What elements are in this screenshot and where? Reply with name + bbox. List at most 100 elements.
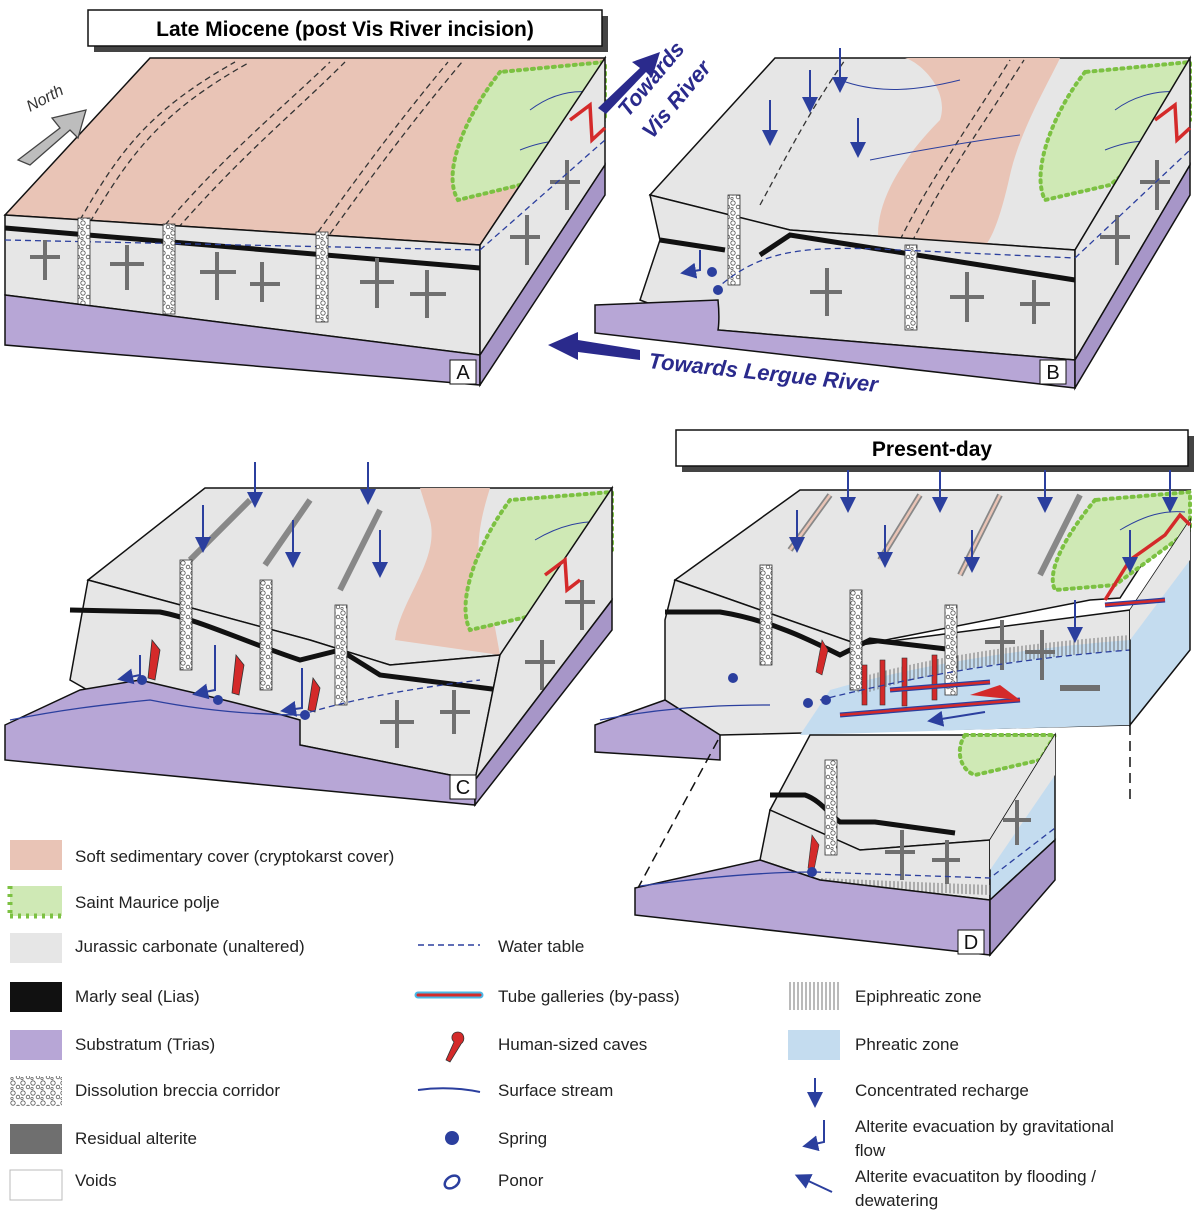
svg-text:Phreatic zone: Phreatic zone <box>855 1035 959 1054</box>
block-d-spring <box>728 673 738 683</box>
block-d-stream <box>599 704 771 721</box>
block-b: B <box>594 48 1192 391</box>
title-present-day: Present-day <box>675 429 1194 472</box>
block-d-lower-epiphreatic <box>820 878 990 895</box>
block-b-corridor <box>759 59 846 206</box>
block-d-breccia <box>944 604 958 696</box>
block-a-corridor <box>79 61 236 221</box>
block-a-corridor <box>317 61 449 233</box>
block-c-alterite <box>380 690 470 748</box>
svg-text:Human-sized caves: Human-sized caves <box>498 1035 647 1054</box>
block-d-projection-lines <box>637 725 1131 889</box>
svg-text:Surface stream: Surface stream <box>498 1081 613 1100</box>
svg-text:Substratum (Trias): Substratum (Trias) <box>75 1035 215 1054</box>
block-c-tube <box>543 556 582 594</box>
block-c-cave <box>307 676 321 713</box>
block-b-breccia <box>727 194 741 286</box>
svg-text:Concentrated recharge: Concentrated recharge <box>855 1081 1029 1100</box>
block-b-spring <box>707 267 717 277</box>
block-c-breccia <box>259 579 273 691</box>
block-d-water-table <box>819 649 1131 701</box>
block-a-breccia <box>162 223 176 315</box>
block-b-corridor <box>899 59 1011 241</box>
block-d-lower-stream <box>639 871 813 887</box>
block-d-spring <box>821 695 831 705</box>
block-d-tube-side <box>1103 512 1192 601</box>
block-c-recharge-arrows <box>117 462 388 717</box>
block-d-epiphreatic <box>850 635 1130 695</box>
marl-swatch <box>10 982 62 1012</box>
block-b-marl <box>659 232 1076 283</box>
block-b-tube <box>1153 101 1192 144</box>
block-a-polje <box>450 59 607 203</box>
vis-river-arrow: Towards Vis River <box>598 36 717 143</box>
block-a-water-table <box>4 239 481 251</box>
block-d-spring <box>803 698 813 708</box>
block-c-spring <box>137 675 147 685</box>
cover-swatch <box>10 840 62 870</box>
legend: Soft sedimentary cover (cryptokarst cove… <box>7 840 1114 1210</box>
block-d-breccia <box>849 589 863 691</box>
block-b-breccia <box>904 244 918 331</box>
block-d-lower: D <box>634 732 1059 958</box>
block-d-polje <box>1050 489 1192 593</box>
svg-text:Present-day: Present-day <box>872 438 993 461</box>
polje-swatch <box>7 886 62 919</box>
block-b-spring <box>713 285 723 295</box>
block-d-upper <box>594 470 1192 761</box>
block-b-corridor <box>911 59 1025 243</box>
block-c-spring <box>300 710 310 720</box>
block-d-lower-spring <box>807 867 817 877</box>
alterite-swatch <box>10 1124 62 1154</box>
svg-text:Alterite evacuatiton by floodi: Alterite evacuatiton by flooding / <box>855 1167 1096 1186</box>
block-c-polje <box>463 489 614 633</box>
svg-text:Alterite evacuation by gravita: Alterite evacuation by gravitational <box>855 1117 1114 1136</box>
svg-text:Spring: Spring <box>498 1129 547 1148</box>
block-b-cover <box>878 58 1060 250</box>
block-c-water-table <box>299 679 481 716</box>
carbonate-swatch <box>10 933 62 963</box>
title-late-miocene: Late Miocene (post Vis River incision) <box>87 9 608 52</box>
block-a-breccia <box>77 217 91 309</box>
flood-arrow-icon <box>794 1174 833 1193</box>
block-b-stream <box>839 79 961 90</box>
block-d-alterite <box>985 620 1100 691</box>
block-c-stream <box>9 699 306 721</box>
block-d-marl <box>665 609 956 658</box>
block-b-recharge-arrows <box>762 48 866 158</box>
svg-text:flow: flow <box>855 1141 886 1160</box>
svg-text:Epiphreatic zone: Epiphreatic zone <box>855 987 982 1006</box>
svg-text:B: B <box>1046 362 1059 384</box>
void-swatch <box>9 1169 63 1201</box>
stream-line <box>417 1087 481 1093</box>
spring-icon <box>445 1131 459 1145</box>
breccia-swatch <box>10 1076 62 1106</box>
block-c-marl <box>69 607 501 693</box>
block-a-breccia <box>315 231 329 323</box>
ponor-icon <box>443 1174 461 1190</box>
svg-text:Water table: Water table <box>498 937 584 956</box>
svg-text:Ponor: Ponor <box>498 1171 544 1190</box>
block-a-side-alterite <box>510 160 580 265</box>
svg-text:North: North <box>24 82 67 115</box>
block-a-corridor <box>89 61 251 223</box>
block-b-polje <box>1038 59 1192 203</box>
block-b-stream <box>869 134 1021 161</box>
block-d-lower-water-table <box>814 827 1056 879</box>
block-d-lower-polje <box>957 733 1059 778</box>
block-a: A <box>3 55 607 388</box>
block-c-breccia <box>179 559 193 671</box>
phreatic-swatch <box>788 1030 840 1060</box>
block-d-recharge-arrows <box>789 470 1178 727</box>
substratum-swatch <box>10 1030 62 1060</box>
block-a-tube <box>568 101 607 144</box>
svg-text:dewatering: dewatering <box>855 1191 938 1210</box>
block-c-cave <box>147 638 161 681</box>
block-c-spring <box>213 695 223 705</box>
cave-icon <box>445 1031 465 1063</box>
svg-text:Jurassic carbonate (unaltered): Jurassic carbonate (unaltered) <box>75 937 305 956</box>
block-b-water-table <box>714 247 1076 291</box>
svg-text:Tube galleries (by-pass): Tube galleries (by-pass) <box>498 987 680 1006</box>
svg-text:Residual alterite: Residual alterite <box>75 1129 197 1148</box>
